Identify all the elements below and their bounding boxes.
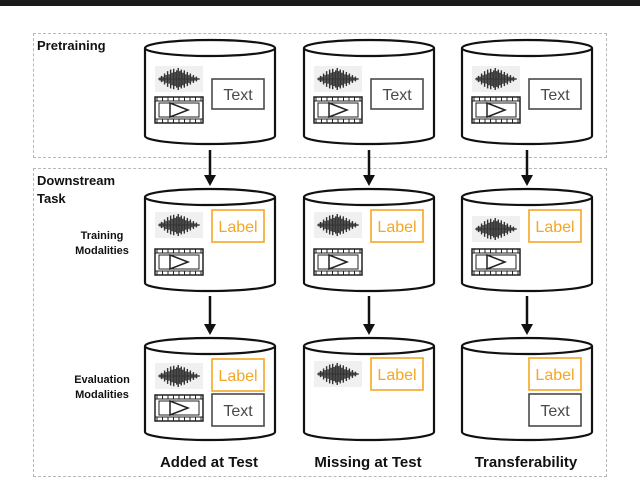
video-film-icon — [471, 96, 521, 124]
down-arrow-icon — [521, 150, 533, 186]
audio-waveform-icon — [155, 212, 203, 238]
label-box: Label — [370, 209, 424, 243]
svg-text:Text: Text — [540, 403, 570, 420]
video-film-icon — [471, 248, 521, 276]
top-bar — [0, 0, 640, 6]
text-modality-box: Text — [211, 78, 265, 110]
evaluation-label-line2: Modalities — [75, 389, 129, 401]
column-label-missing: Missing at Test — [314, 454, 422, 471]
audio-waveform-icon — [314, 212, 362, 238]
video-film-icon — [313, 248, 363, 276]
audio-waveform-icon — [472, 216, 520, 242]
label-box: Label — [211, 209, 265, 243]
label-box: Label — [528, 357, 582, 391]
svg-text:Label: Label — [377, 367, 416, 384]
downstream-panel — [33, 168, 607, 477]
audio-waveform-icon — [155, 66, 203, 92]
audio-waveform-icon — [314, 66, 362, 92]
video-film-icon — [313, 96, 363, 124]
video-film-icon — [154, 248, 204, 276]
training-label-line2: Modalities — [75, 245, 129, 257]
svg-text:Label: Label — [218, 368, 257, 385]
down-arrow-icon — [363, 296, 375, 335]
label-box: Label — [211, 358, 265, 392]
downstream-title-line2: Task — [37, 191, 66, 206]
svg-text:Text: Text — [223, 87, 253, 104]
text-modality-box: Text — [211, 393, 265, 427]
svg-text:Label: Label — [535, 367, 574, 384]
evaluation-label: Evaluation — [74, 374, 130, 386]
text-modality-box: Text — [370, 78, 424, 110]
training-label: Training — [80, 230, 124, 242]
svg-text:Label: Label — [535, 219, 574, 236]
video-film-icon — [154, 96, 204, 124]
down-arrow-icon — [521, 296, 533, 335]
pretraining-title: Pretraining — [37, 38, 106, 53]
label-box: Label — [370, 357, 424, 391]
text-modality-box: Text — [528, 78, 582, 110]
down-arrow-icon — [363, 150, 375, 186]
column-label-added: Added at Test — [159, 454, 259, 471]
label-box: Label — [528, 209, 582, 243]
down-arrow-icon — [204, 150, 216, 186]
svg-text:Text: Text — [540, 87, 570, 104]
downstream-title: Downstream — [37, 173, 116, 188]
audio-waveform-icon — [472, 66, 520, 92]
video-film-icon — [154, 394, 204, 422]
text-modality-box: Text — [528, 393, 582, 427]
audio-waveform-icon — [314, 361, 362, 387]
svg-text:Text: Text — [382, 87, 412, 104]
pretraining-panel — [33, 33, 607, 158]
svg-text:Label: Label — [218, 219, 257, 236]
svg-text:Text: Text — [223, 403, 253, 420]
svg-text:Label: Label — [377, 219, 416, 236]
column-label-transfer: Transferability — [474, 454, 578, 471]
audio-waveform-icon — [155, 363, 203, 389]
down-arrow-icon — [204, 296, 216, 335]
